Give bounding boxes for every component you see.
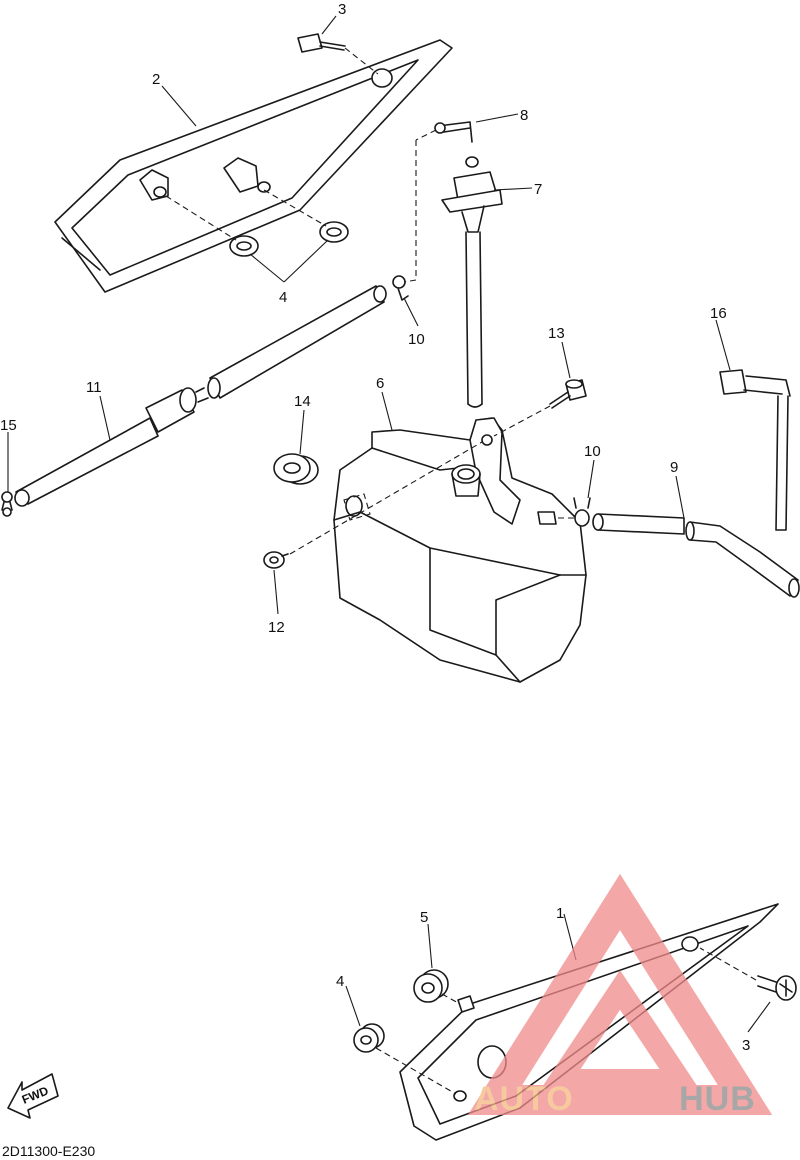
part-9-hose [592,513,800,598]
part-14-grommet [273,453,319,485]
watermark-hub: HUB [679,1080,756,1118]
callout-3-top: 3 [338,1,346,18]
callout-2: 2 [152,71,160,88]
callout-labels: 1 2 3 3 4 4 5 6 7 8 9 10 10 11 12 13 14 … [0,1,750,1054]
callout-14: 14 [294,393,311,410]
part-10-clip-right [558,497,591,527]
part-3-bolt-top [297,33,379,75]
part-2-side-cover-upper [54,39,453,293]
callout-10-right: 10 [584,443,601,460]
part-6-reservoir-tank [333,417,587,683]
callout-4-top: 4 [279,289,287,306]
callout-13: 13 [548,325,565,342]
part-4-grommet-bottom [353,1023,457,1095]
callout-16: 16 [710,305,727,322]
part-8-breather-elbow [403,121,473,283]
fwd-arrow: FWD [7,1073,59,1119]
part-5-grommet [413,969,461,1005]
callout-8: 8 [520,107,528,124]
part-3-bolt-bottom [699,947,797,1001]
part-12-damper [263,441,483,569]
watermark-logo: AUTOMOTOHUB [467,873,773,1118]
callout-10-left: 10 [408,331,425,348]
leader-lines [7,15,771,1033]
part-10-clip-left [392,275,409,301]
watermark-moto: MOTO [574,1080,679,1118]
callout-9: 9 [670,459,678,476]
part-11-hose [14,285,387,507]
part-15-clip [1,491,13,517]
diagram-code: 2D11300-E230 [2,1143,95,1159]
callout-5: 5 [420,909,428,926]
callout-15: 15 [0,417,17,434]
svg-text:AUTOMOTOHUB: AUTOMOTOHUB [474,1080,756,1118]
callout-6: 6 [376,375,384,392]
part-16-strap [719,369,791,531]
part-13-bolt [493,379,587,437]
callout-7: 7 [534,181,542,198]
part-4-grommets-top [165,189,349,257]
callout-4-bottom: 4 [336,973,344,990]
callout-3-bottom: 3 [742,1037,750,1054]
part-7-reservoir-cap [441,156,503,408]
callout-12: 12 [268,619,285,636]
callout-1: 1 [556,905,564,922]
callout-11: 11 [86,379,102,396]
watermark-auto: AUTO [474,1080,574,1118]
